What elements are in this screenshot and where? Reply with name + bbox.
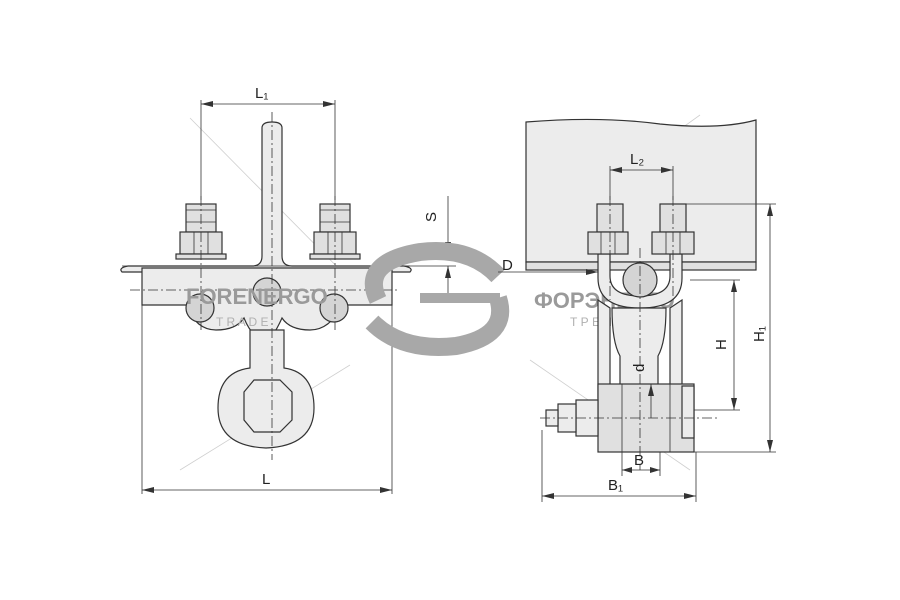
wire-section — [319, 293, 349, 323]
front-view: L₁ L S — [120, 85, 456, 494]
watermark-left-sub: T R A D E — [216, 315, 268, 329]
link-plate — [669, 298, 683, 399]
watermark-left-brand: FORENERGO — [186, 284, 328, 309]
dim-H: H — [713, 339, 730, 350]
link-plate — [597, 298, 611, 399]
dim-H1: H₁ — [751, 326, 768, 342]
side-view: L₂ D H H₁ d B B₁ — [498, 118, 776, 502]
dim-S: S — [423, 212, 440, 222]
vertical-plate — [120, 121, 412, 273]
plate-section — [525, 118, 757, 263]
brand-logo — [364, 242, 510, 356]
clamp-eye — [217, 329, 315, 449]
dim-L2: L₂ — [630, 151, 644, 168]
dim-L: L — [262, 471, 270, 488]
wire-section — [185, 293, 215, 323]
dim-L1: L₁ — [255, 85, 268, 102]
dim-D: D — [502, 257, 513, 274]
dim-d: d — [631, 364, 648, 372]
wire-section — [252, 277, 282, 307]
dim-B1: B₁ — [608, 477, 623, 494]
dim-B: B — [634, 452, 644, 469]
